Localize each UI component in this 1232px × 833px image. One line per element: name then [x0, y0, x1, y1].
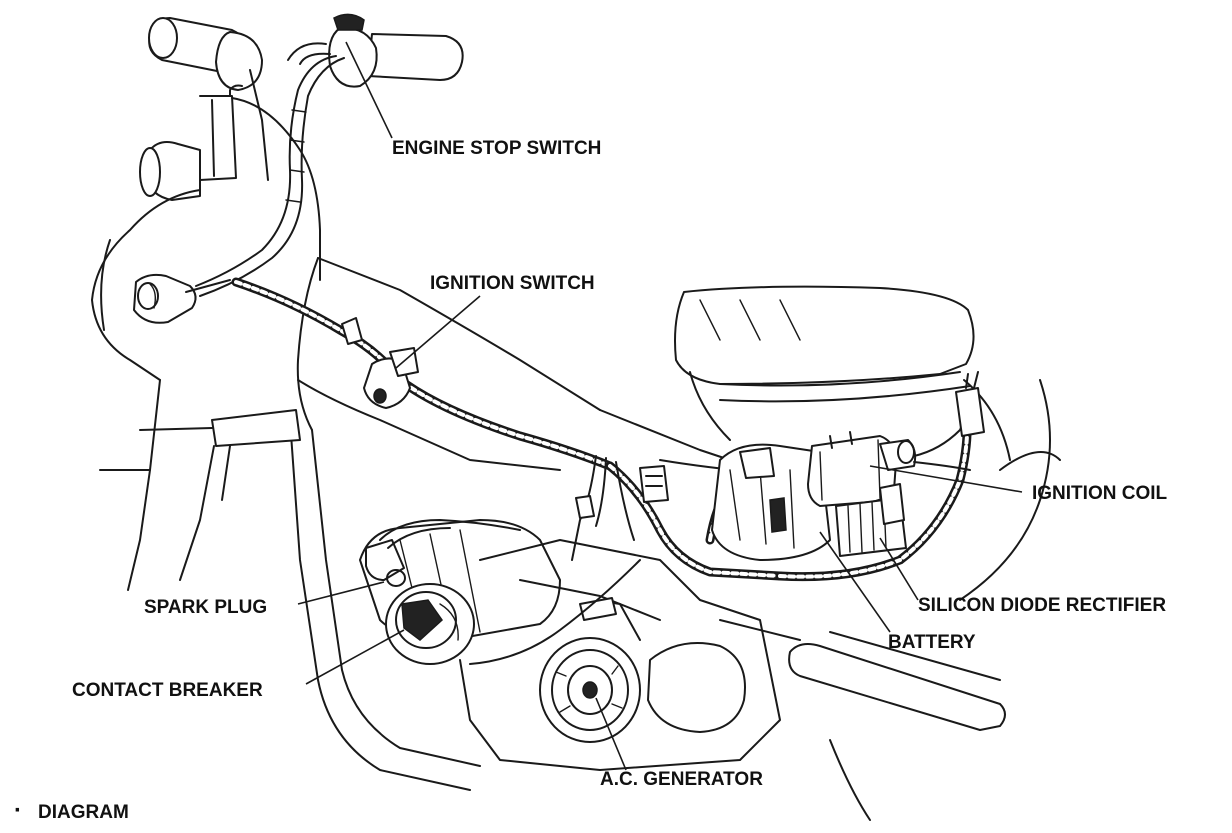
ac-generator-label: A.C. GENERATOR — [600, 769, 763, 790]
headset — [91, 84, 321, 591]
engine-stop-switch-label: ENGINE STOP SWITCH — [392, 138, 601, 159]
caption-bullet: · — [14, 797, 22, 824]
engine — [359, 519, 781, 771]
frame — [99, 257, 801, 791]
handlebar-wire — [195, 55, 345, 297]
ignition-coil-label: IGNITION COIL — [1032, 483, 1168, 504]
leader-lines — [297, 41, 1023, 771]
spark-plug-label: SPARK PLUG — [144, 597, 267, 618]
ignition-switch-label: IGNITION SWITCH — [430, 273, 595, 294]
caption-text: DIAGRAM — [38, 802, 129, 823]
center-connectors — [571, 455, 669, 561]
electrical-box — [711, 371, 985, 561]
contact-breaker-label: CONTACT BREAKER — [72, 680, 263, 701]
seat — [674, 285, 1061, 601]
silicon-diode-rectifier-label: SILICON DIODE RECTIFIER — [918, 595, 1166, 616]
swing-arm — [719, 619, 1006, 821]
battery-label: BATTERY — [888, 632, 976, 653]
ignition-switch-part — [341, 317, 419, 409]
